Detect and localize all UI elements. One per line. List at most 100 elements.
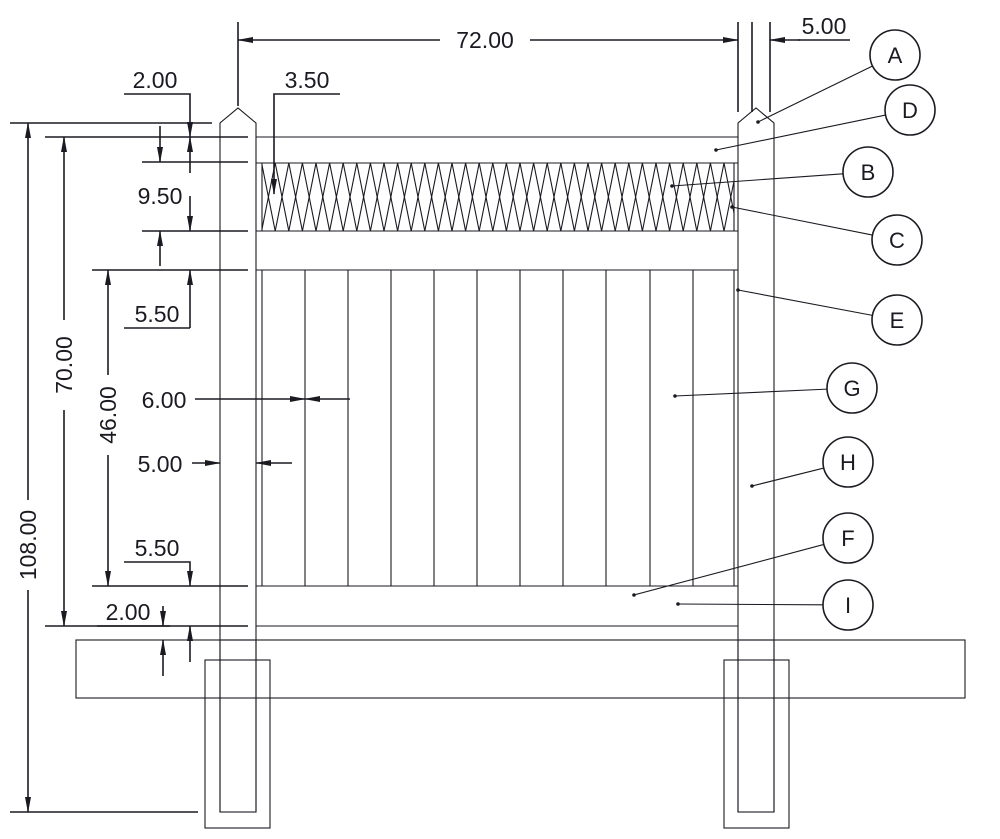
lattice-strip — [751, 163, 765, 231]
callout-i: I — [676, 579, 874, 631]
leader-line — [677, 603, 824, 606]
post-right — [737, 107, 775, 812]
lattice-strip — [437, 163, 453, 231]
lattice-strip — [655, 163, 671, 231]
dim-ground-gap: 2.00 — [106, 599, 151, 625]
callout-b: B — [670, 146, 894, 198]
leader-line — [674, 388, 828, 397]
callout-circle — [822, 436, 874, 488]
callout-label: A — [888, 43, 903, 68]
lattice-strip — [451, 163, 467, 231]
lattice — [262, 163, 765, 231]
lattice-strip — [738, 163, 752, 231]
leader-dot — [676, 602, 680, 606]
lattice-strip — [478, 163, 494, 231]
dim-board-height: 46.00 — [95, 386, 121, 444]
lattice-strip — [641, 163, 657, 231]
callout-circle — [871, 214, 923, 266]
leader-line — [737, 289, 873, 316]
callout-c: C — [730, 205, 923, 266]
lattice-strip — [628, 163, 643, 231]
lattice-strip — [369, 163, 385, 231]
leader-line — [751, 467, 824, 487]
dim-lattice-height: 9.50 — [138, 183, 183, 209]
lattice-strip — [262, 163, 263, 164]
boards — [261, 270, 735, 586]
callout-label: B — [861, 160, 876, 185]
callout-label: E — [890, 308, 905, 333]
lattice-strip — [465, 163, 480, 231]
lattice-strip — [492, 163, 507, 231]
leader-line — [715, 114, 886, 151]
leader-dot — [736, 288, 740, 292]
dim-lattice-offset: 3.50 — [285, 67, 330, 93]
dim-post-cap: 2.00 — [133, 67, 178, 93]
dim-bottom-rail: 5.50 — [135, 535, 180, 561]
lattice-strip — [709, 163, 725, 231]
callout-e: E — [736, 288, 923, 346]
callout-circle — [869, 29, 921, 81]
callout-label: F — [841, 526, 854, 551]
callout-circle — [826, 362, 878, 414]
callout-circle — [842, 146, 894, 198]
dim-mid-rail: 5.50 — [135, 301, 180, 327]
callout-label: C — [889, 228, 905, 253]
lattice-strip — [682, 163, 698, 231]
lattice-strip — [669, 163, 684, 231]
lattice-strip — [533, 163, 548, 231]
lattice-strip — [614, 163, 630, 231]
leader-line — [633, 543, 824, 596]
leader-dot — [756, 120, 760, 124]
callout-label: I — [845, 593, 851, 618]
callout-g: G — [673, 362, 878, 414]
callout-circle — [884, 84, 936, 136]
lattice-strip — [356, 163, 371, 231]
lattice-strip — [410, 163, 426, 231]
lattice-strip — [738, 163, 752, 231]
callout-d: D — [714, 84, 936, 152]
panel — [256, 136, 738, 627]
ground-section — [75, 639, 966, 699]
lattice-strip — [342, 163, 358, 231]
leader-dot — [670, 184, 674, 188]
post-left — [219, 107, 257, 812]
leader-line — [671, 173, 844, 187]
lattice-strip — [505, 163, 521, 231]
leader-line — [731, 206, 873, 236]
lattice-strip — [262, 230, 263, 231]
lattice-strip — [288, 163, 303, 231]
dimension-lines — [10, 22, 850, 813]
callout-circle — [871, 294, 923, 346]
lattice-strip — [723, 178, 734, 231]
leader-dot — [632, 593, 636, 597]
lattice-strip — [383, 163, 399, 231]
dim-board-width: 6.00 — [142, 387, 187, 413]
lattice-strip — [301, 163, 317, 231]
leader-line — [757, 65, 873, 123]
lattice-strip — [546, 163, 562, 231]
callout-circle — [822, 512, 874, 564]
lattice-strip — [696, 163, 711, 231]
lattice-strip — [751, 163, 765, 231]
dim-post-width: 5.00 — [138, 451, 183, 477]
footing-left — [204, 639, 271, 829]
callout-f: F — [632, 512, 874, 597]
lattice-strip — [397, 163, 412, 231]
callouts: A D B C E G H F I — [632, 29, 936, 631]
lattice-strip — [274, 163, 290, 231]
callout-label: H — [840, 450, 856, 475]
callout-label: D — [902, 98, 918, 123]
dim-post-width-top: 5.00 — [802, 13, 847, 39]
footing-right — [723, 639, 790, 829]
dim-overall-width: 72.00 — [456, 27, 514, 53]
lattice-strip — [573, 163, 589, 231]
lattice-strip — [315, 163, 331, 231]
lattice-strip — [262, 163, 276, 231]
lattice-strip — [560, 163, 575, 231]
callout-circle — [822, 579, 874, 631]
leader-dot — [673, 394, 677, 398]
lattice-strip — [424, 163, 439, 231]
leader-dot — [714, 148, 718, 152]
